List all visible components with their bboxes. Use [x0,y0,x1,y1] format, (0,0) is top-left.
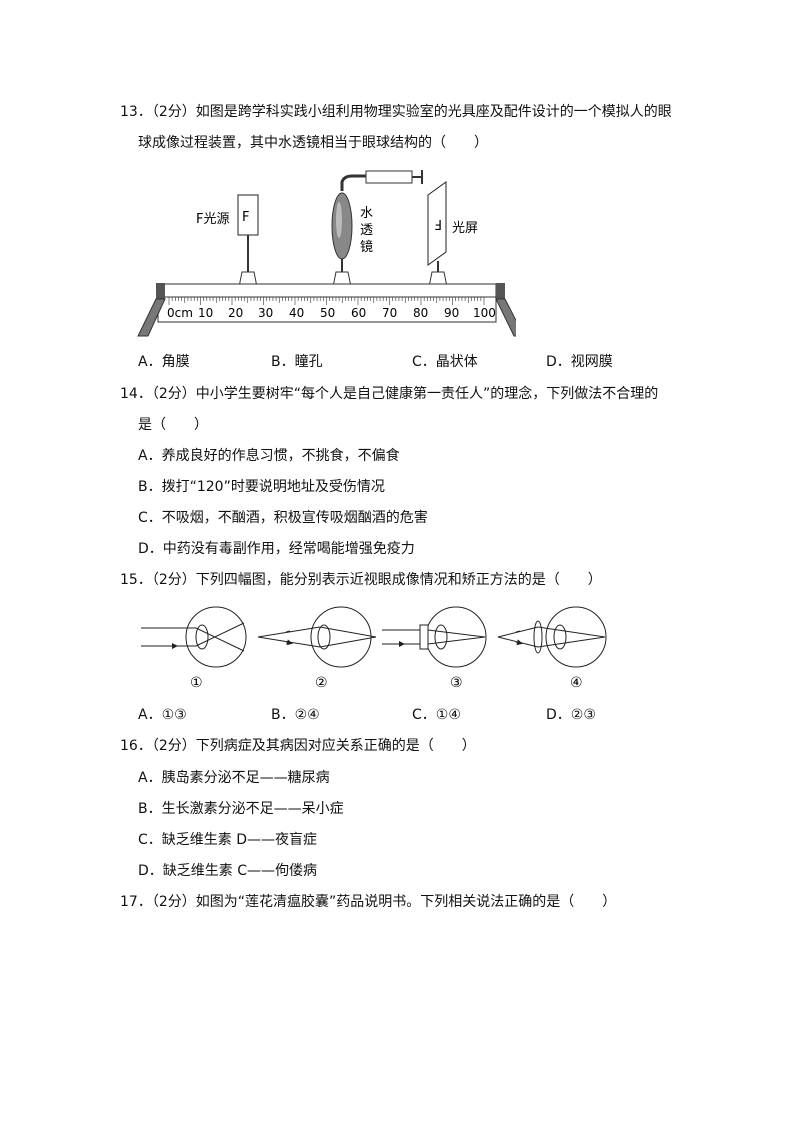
eye-diagram-3 [382,606,487,668]
optical-bench-figure: F光源 F 水 透 镜 F 光屏 0cm [137,170,516,337]
eye-diagram-2 [257,606,377,668]
eye-diagram-1 [141,606,247,668]
q13-option-d: D．视网膜 [546,354,613,370]
q13-option-a: A．角膜 [138,354,190,370]
q16-option-d: D．缺乏维生素 C——佝偻病 [138,863,318,879]
q14-stem-line2: 是（ ） [138,417,208,433]
q16-option-b: B．生长激素分泌不足——呆小症 [138,801,344,817]
q16-stem-line1: 16．（2分）下列病症及其病因对应关系正确的是（ ） [120,738,476,754]
svg-text:20: 20 [228,306,243,320]
q14-option-a: A．养成良好的作息习惯，不挑食，不偏食 [138,448,400,464]
svg-text:30: 30 [258,306,273,320]
fig-label-2: ② [315,675,328,691]
q14-option-c: C．不吸烟，不酗酒，积极宣传吸烟酗酒的危害 [138,510,428,526]
q15-stem-line1: 15．（2分）下列四幅图，能分别表示近视眼成像情况和矫正方法的是（ ） [120,572,602,588]
svg-text:60: 60 [351,306,366,320]
svg-text:80: 80 [413,306,428,320]
q16-option-c: C．缺乏维生素 D——夜盲症 [138,832,318,848]
q14-option-d: D．中药没有毒副作用，经常喝能增强免疫力 [138,541,415,557]
screen-letter: F [435,216,442,231]
q15-option-b: B．②④ [271,707,320,723]
q13-option-b: B．瞳孔 [271,354,323,370]
syringe [365,170,413,184]
svg-text:90: 90 [444,306,459,320]
q15-option-d: D．②③ [546,707,596,723]
q15-option-c: C．①④ [412,707,461,723]
screen-label: 光屏 [452,221,478,236]
lens-label-1: 水 [360,206,373,221]
q17-stem-line1: 17．（2分）如图为“莲花清瘟胶囊”药品说明书。下列相关说法正确的是（ ） [120,894,617,910]
source-letter: F [242,210,249,225]
svg-text:10: 10 [198,306,213,320]
optical-rail [157,283,497,323]
q13-stem-line2: 球成像过程装置，其中水透镜相当于眼球结构的（ ） [138,135,488,151]
q14-option-b: B．拨打“120”时要说明地址及受伤情况 [138,479,385,495]
fig-label-3: ③ [450,675,463,691]
svg-text:0cm: 0cm [167,306,193,320]
svg-text:50: 50 [320,306,335,320]
svg-text:100: 100 [473,306,496,320]
eye-diagrams-figure: ① ② ③ ④ [141,606,607,691]
q14-stem-line1: 14．（2分）中小学生要树牢“每个人是自己健康第一责任人”的理念，下列做法不合理… [120,386,659,402]
rail-scale-labels: 0cm 10 20 30 40 50 60 70 80 90 100 [167,306,496,320]
q13-option-c: C．晶状体 [412,354,478,370]
fig-label-1: ① [190,675,203,691]
screen-board [427,181,447,266]
eye-diagram-4 [497,606,607,668]
svg-text:70: 70 [382,306,397,320]
rail-scale-ticks [168,297,485,305]
lens-label-2: 透 [360,223,373,238]
light-source-label: F光源 [196,212,229,227]
svg-text:40: 40 [289,306,304,320]
water-lens [331,192,353,260]
lens-label-3: 镜 [360,240,373,255]
q15-option-a: A．①③ [138,707,187,723]
fig-label-4: ④ [570,675,583,691]
q13-stem-line1: 13．（2分）如图是跨学科实践小组利用物理实验室的光具座及配件设计的一个模拟人的… [120,104,672,120]
q16-option-a: A．胰岛素分泌不足——糖尿病 [138,770,330,786]
